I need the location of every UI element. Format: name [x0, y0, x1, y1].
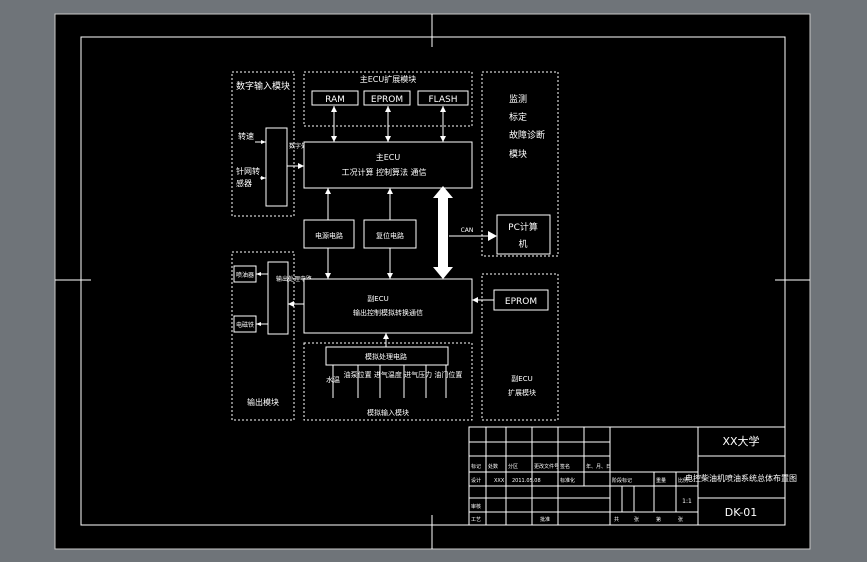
main-ecu-sub: 工况计算 控制算法 通信: [341, 167, 426, 177]
tb-sheets1: 张: [634, 516, 639, 523]
sub-ext-line1: 副ECU: [511, 374, 532, 383]
scale-value: 1:1: [682, 498, 692, 505]
pc-line1: PC计算: [508, 221, 538, 233]
school-name: XX大学: [722, 434, 759, 448]
eprom-box: EPROM: [493, 289, 549, 311]
tb-sheets2: 张: [678, 516, 683, 523]
pc-line2: 机: [518, 238, 527, 250]
output-drive-label: 输出处理电路: [276, 275, 312, 283]
analog-others-label: 油泵位置 进气温度 进气压力 油门位置: [344, 370, 463, 379]
tb-design: 设计: [471, 477, 481, 484]
output-module: 喷油器 电磁铁 输出处理电路 输出模块: [231, 251, 312, 421]
tb-ratio: 比例: [678, 477, 688, 484]
monitor-line2: 标定: [509, 111, 527, 123]
analog-title: 模拟输入模块: [367, 408, 409, 417]
tb-design-date: 2011.05.08: [512, 478, 541, 484]
tooth-label: 针网转感器: [236, 166, 260, 188]
tb-standard: 标准化: [560, 477, 575, 484]
circuit-arrows: [325, 188, 393, 279]
power-label: 电源电路: [315, 231, 343, 240]
tb-change: 更改文件号: [534, 463, 559, 470]
digital-circuit-box: [265, 127, 288, 207]
monitor-module: 监测 标定 故障诊断 模块: [481, 71, 559, 257]
tb-approve: 批准: [540, 516, 550, 523]
tb-designer: XXX: [494, 478, 505, 484]
tb-number: 第: [656, 516, 661, 523]
drawing-title: 电控柴油机喷油系统总体布置图: [685, 473, 797, 483]
sac-label: SAC: [441, 220, 448, 232]
monitor-line3: 故障诊断: [509, 129, 545, 141]
reset-label: 复位电路: [376, 231, 404, 240]
tb-total: 共: [614, 516, 619, 523]
main-ext-module: 主ECU扩展模块 RAM EPROM FLASH: [303, 71, 473, 127]
can-label: CAN: [461, 227, 474, 234]
tb-mark: 标记: [471, 463, 481, 470]
ram-label: RAM: [325, 95, 345, 105]
sub-ecu-title: 副ECU: [367, 294, 388, 303]
drawing-code: DK-01: [725, 506, 758, 519]
tb-review: 审核: [471, 503, 481, 510]
injector-label: 喷油器: [236, 271, 254, 279]
eprom-label: EPROM: [371, 95, 403, 105]
tb-stage: 阶段标记: [612, 477, 632, 484]
title-block: XX大学 电控柴油机喷油系统总体布置图 DK-01 1:1 标记 处数 分区 更…: [468, 426, 797, 526]
pc-box: PC计算 机: [496, 214, 551, 255]
speed-label: 转速: [238, 131, 254, 141]
output-title: 输出模块: [247, 397, 279, 407]
sub-ext-line2: 扩展模块: [508, 388, 536, 397]
tb-date: 年、月、日: [586, 463, 611, 470]
tb-sign: 签名: [560, 463, 570, 470]
main-ecu-title: 主ECU: [376, 152, 401, 162]
main-ext-title: 主ECU扩展模块: [360, 74, 417, 84]
power-circuit: 电源电路: [303, 219, 355, 249]
eprom2-label: EPROM: [505, 297, 537, 307]
tb-weight: 重量: [656, 477, 666, 484]
sub-ecu-sub: 输出控制模拟转换通信: [353, 308, 423, 317]
monitor-line1: 监测: [509, 93, 527, 105]
analog-input-module: 模拟处理电路 水温 油泵位置 进气温度 进气压力 油门位置 模拟输入模块: [303, 333, 473, 421]
solenoid-label: 电磁铁: [236, 321, 254, 329]
reset-circuit: 复位电路: [363, 219, 417, 249]
ext-bus-arrows: [331, 106, 446, 142]
monitor-line4: 模块: [509, 148, 527, 160]
tb-count: 处数: [488, 463, 498, 470]
main-ecu: 主ECU 工况计算 控制算法 通信: [303, 141, 473, 189]
center-marks: [55, 14, 810, 549]
tb-process: 工艺: [471, 517, 481, 523]
analog-circuit-label: 模拟处理电路: [365, 352, 407, 361]
sub-ext-module: 副ECU 扩展模块: [481, 273, 559, 421]
sub-ecu: 副ECU 输出控制模拟转换通信: [303, 278, 473, 334]
tb-zone: 分区: [508, 463, 518, 470]
flash-label: FLASH: [428, 95, 457, 105]
digital-input-title: 数字输入模块: [236, 80, 290, 92]
drawing-border: [80, 36, 786, 526]
